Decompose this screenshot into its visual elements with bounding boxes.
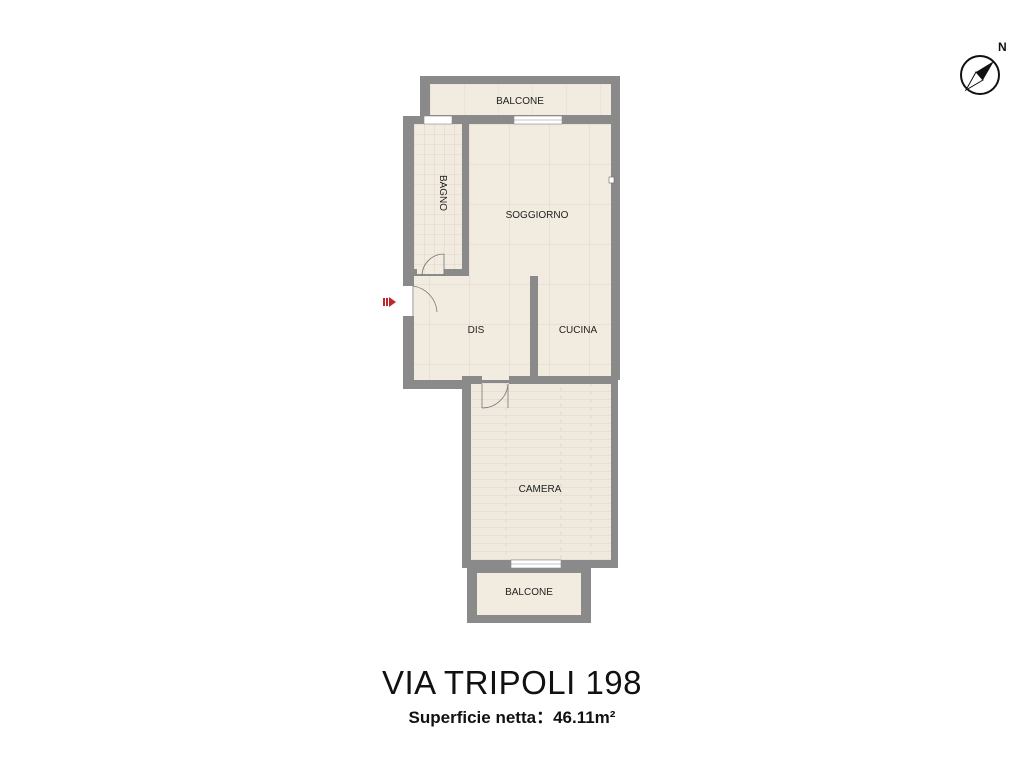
room-floors (414, 124, 611, 560)
room-label-balcone-top: BALCONE (496, 96, 544, 107)
room-label-dis: DIS (468, 325, 485, 336)
room-label-cucina: CUCINA (559, 325, 598, 336)
room-label-balcone-bottom: BALCONE (505, 587, 553, 598)
room-label-camera: CAMERA (519, 484, 562, 495)
entrance-opening (403, 285, 438, 316)
entrance-arrow-icon (383, 297, 396, 307)
surface-caption: Superficie netta：46.11m² (0, 703, 1024, 728)
compass-north-label: N (998, 40, 1007, 54)
surface-value: 46.11m² (553, 708, 616, 727)
door-swings (421, 253, 509, 409)
balcony-top (420, 76, 620, 119)
room-label-bagno: BAGNO (437, 175, 448, 211)
room-label-soggiorno: SOGGIORNO (506, 210, 569, 221)
windows (423, 115, 615, 569)
surface-label: Superficie netta： (408, 708, 554, 727)
camera-floor (471, 383, 611, 560)
soggiorno-floor (469, 124, 611, 276)
bagno-floor (414, 124, 462, 274)
compass-icon (960, 55, 1000, 95)
balcony-bottom (467, 568, 591, 623)
plan-title: VIA TRIPOLI 198 (381, 664, 643, 701)
dis-cucina-floor (414, 276, 611, 380)
interior-walls (403, 116, 618, 384)
